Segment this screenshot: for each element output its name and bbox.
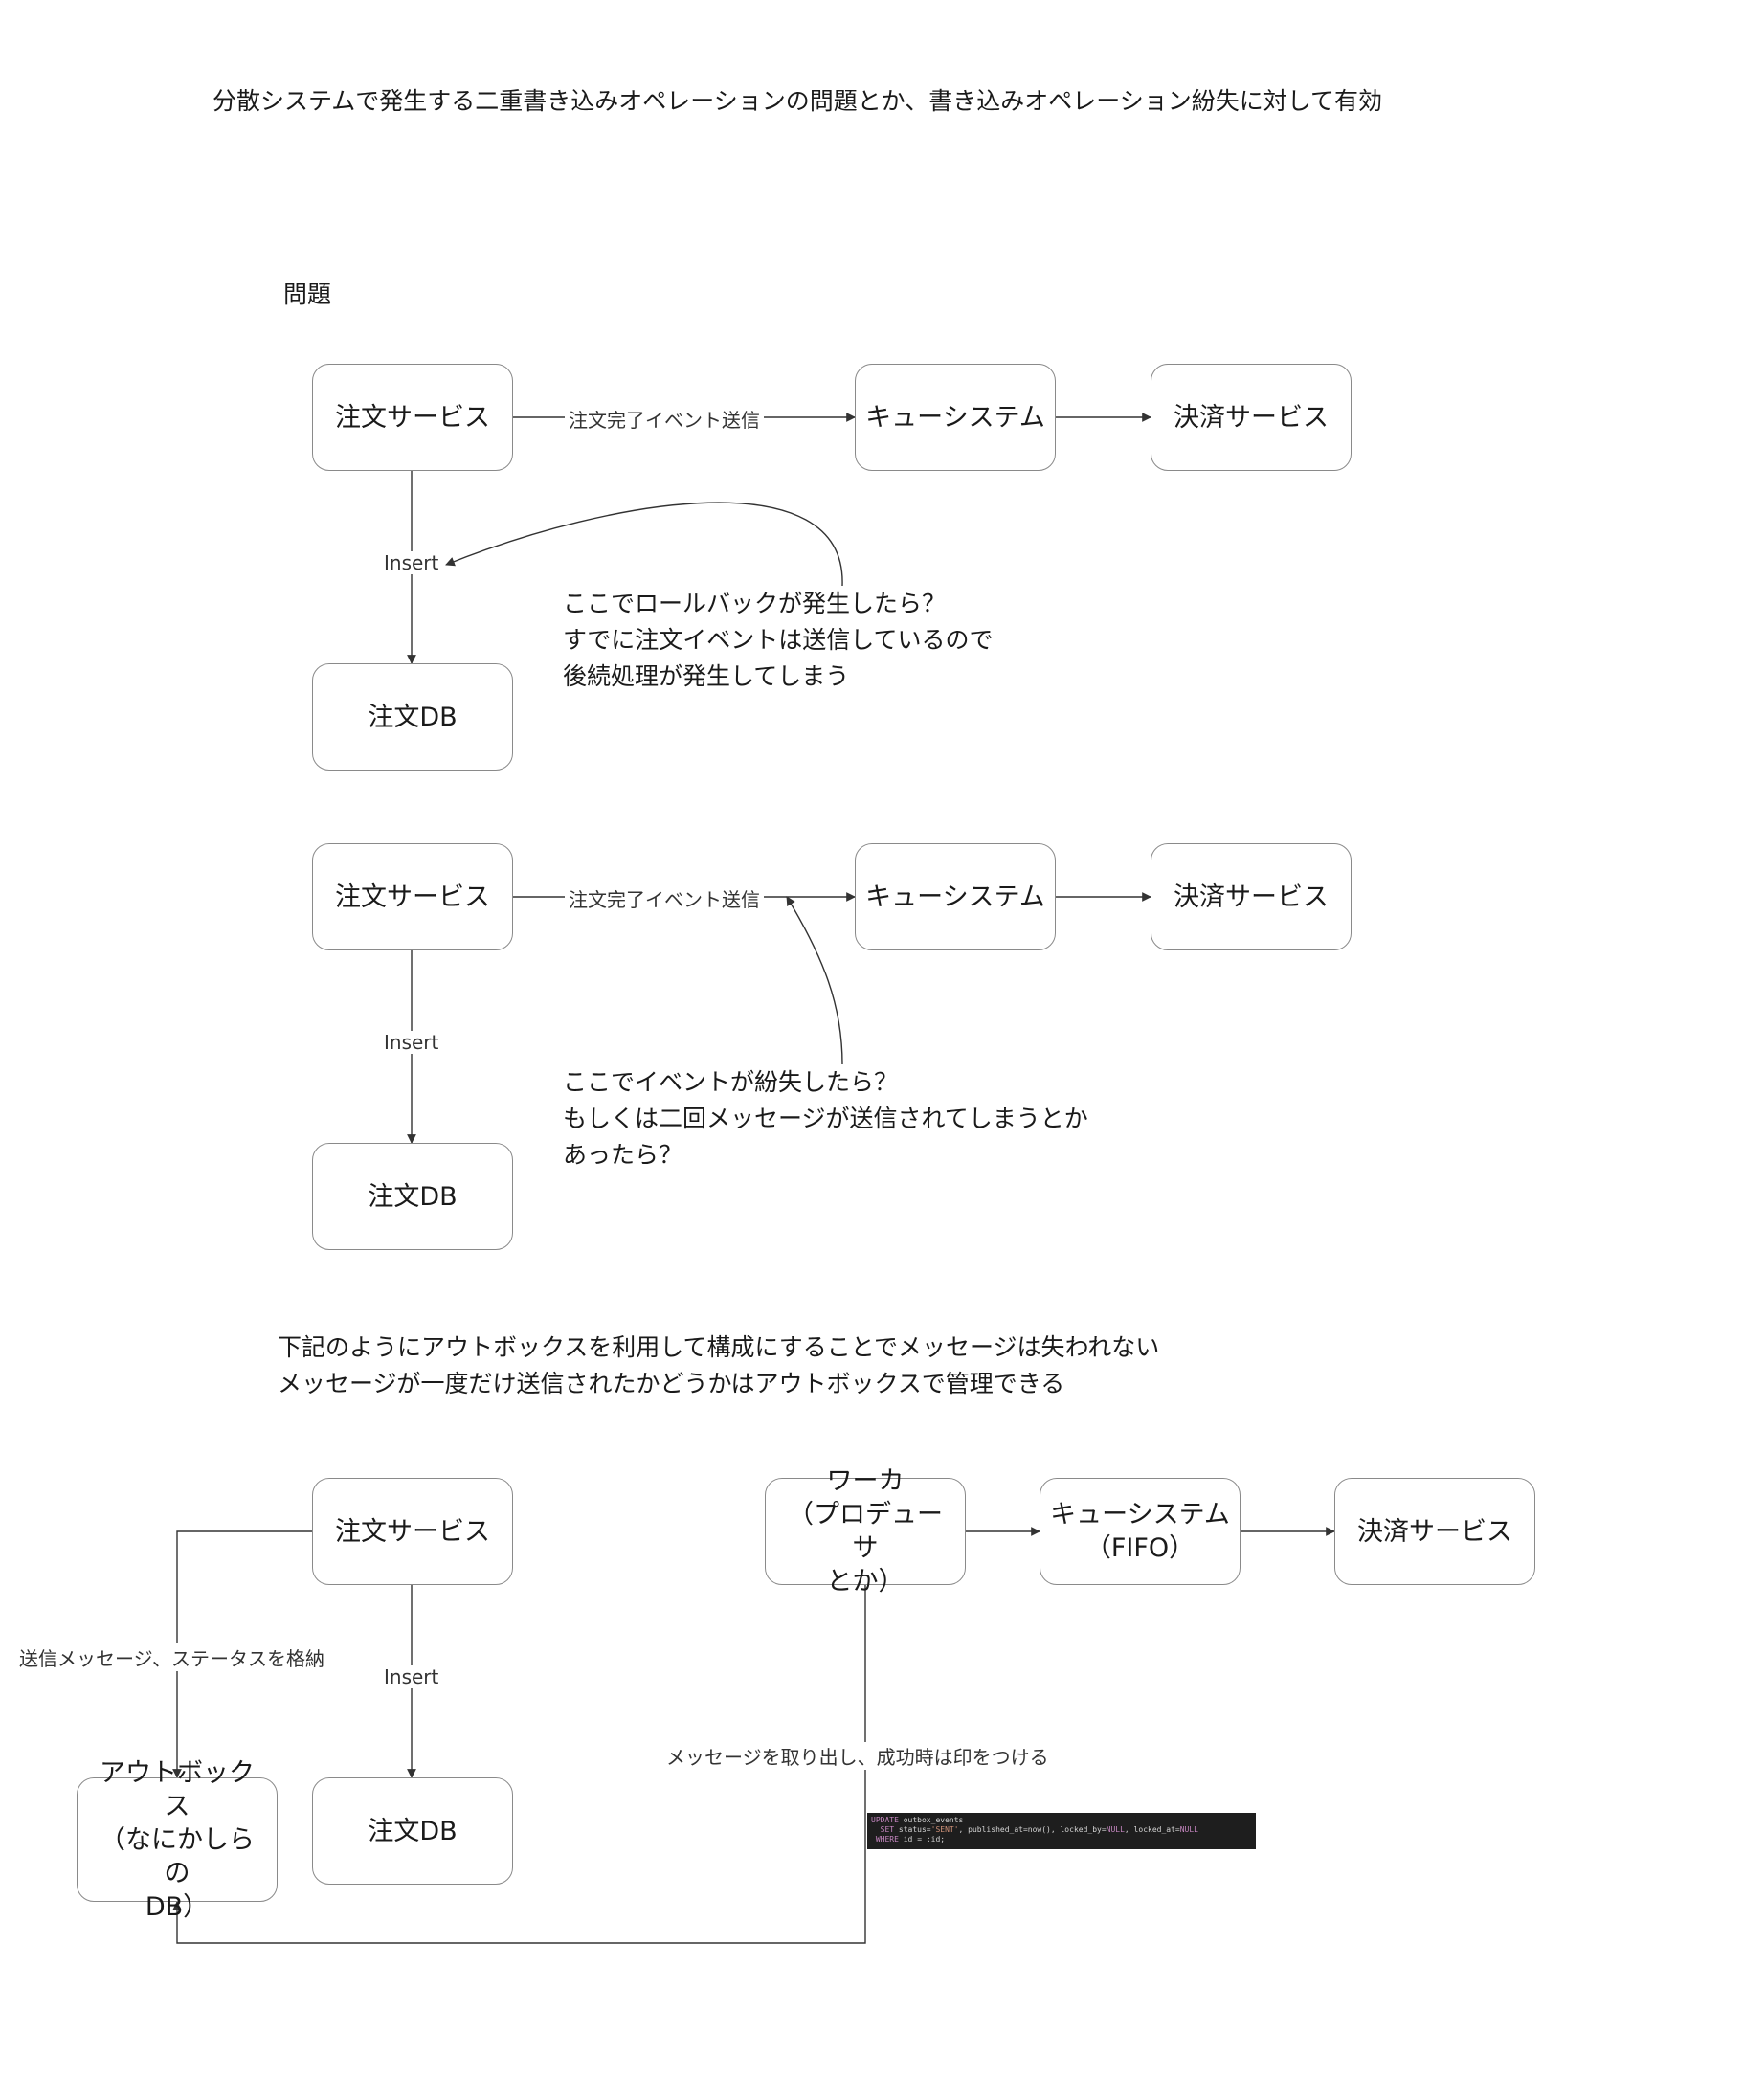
rollback-note-line-1: ここでロールバックが発生したら？ (563, 590, 947, 617)
outbox-box: アウトボックス （なにかしらの DB） (77, 1758, 278, 1922)
problem-heading: 問題 (283, 280, 332, 308)
worker-line-2: （プロデューサ (788, 1500, 943, 1563)
solution-note-line-1: 下記のようにアウトボックスを利用して構成にすることでメッセージは失われない (278, 1333, 1160, 1361)
queue-line-1: キューシステム (1050, 1500, 1230, 1530)
order-service-box-3: 注文サービス (312, 1478, 513, 1585)
rollback-note-line-2: すでに注文イベントは送信しているので (563, 626, 994, 654)
outbox-line-3: DB） (145, 1891, 210, 1922)
worker-box: ワーカ （プロデューサ とか） (765, 1466, 966, 1597)
note-pointer-rollback (445, 502, 843, 587)
queue-system-box-1: キューシステム (855, 364, 1056, 471)
payment-service-box-2: 決済サービス (1151, 843, 1352, 950)
order-service-box-2: 注文サービス (312, 843, 513, 950)
lost-event-note-line-1: ここでイベントが紛失したら？ (563, 1068, 899, 1096)
lost-event-note-line-3: あったら？ (563, 1141, 683, 1169)
note-pointer-lost-event (786, 896, 843, 1065)
order-db-box-3: 注文DB (312, 1777, 513, 1885)
queue-line-2: （FIFO） (1084, 1533, 1196, 1563)
send-event-label-2: 注文完了イベント送信 (565, 884, 764, 912)
solution-note-line-2: メッセージが一度だけ送信されたかどうかはアウトボックスで管理できる (278, 1370, 1065, 1397)
order-service-box-1: 注文サービス (312, 364, 513, 471)
worker-process-label: メッセージを取り出し、成功時は印をつける (662, 1742, 1053, 1770)
queue-system-box-3: キューシステム （FIFO） (1040, 1478, 1241, 1585)
outbox-line-2: （なにかしらの (100, 1824, 255, 1888)
payment-service-box-1: 決済サービス (1151, 364, 1352, 471)
insert-label-2: Insert (380, 1031, 443, 1054)
send-event-label-1: 注文完了イベント送信 (565, 405, 764, 433)
queue-system-box-2: キューシステム (855, 843, 1056, 950)
insert-label-3: Insert (380, 1665, 443, 1688)
store-message-label: 送信メッセージ、ステータスを格納 (15, 1643, 328, 1671)
lost-event-note: ここでイベントが紛失したら？ もしくは二回メッセージが送信されてしまうとか あっ… (563, 1064, 1088, 1173)
worker-line-3: とか） (826, 1567, 905, 1597)
insert-label-1: Insert (380, 551, 443, 574)
rollback-note: ここでロールバックが発生したら？ すでに注文イベントは送信しているので 後続処理… (563, 586, 994, 695)
order-db-box-2: 注文DB (312, 1143, 513, 1250)
solution-note: 下記のようにアウトボックスを利用して構成にすることでメッセージは失われない メッ… (278, 1329, 1159, 1402)
sql-code-snippet: UPDATE outbox_events SET status='SENT', … (867, 1813, 1256, 1849)
page-title: 分散システムで発生する二重書き込みオペレーションの問題とか、書き込みオペレーショ… (212, 87, 1383, 115)
payment-service-box-3: 決済サービス (1334, 1478, 1535, 1585)
order-db-box-1: 注文DB (312, 663, 513, 771)
outbox-line-1: アウトボックス (100, 1757, 255, 1821)
worker-line-1: ワーカ (826, 1466, 905, 1496)
edge-order-to-outbox (172, 1530, 312, 1778)
lost-event-note-line-2: もしくは二回メッセージが送信されてしまうとか (563, 1105, 1088, 1132)
rollback-note-line-3: 後続処理が発生してしまう (563, 662, 850, 690)
